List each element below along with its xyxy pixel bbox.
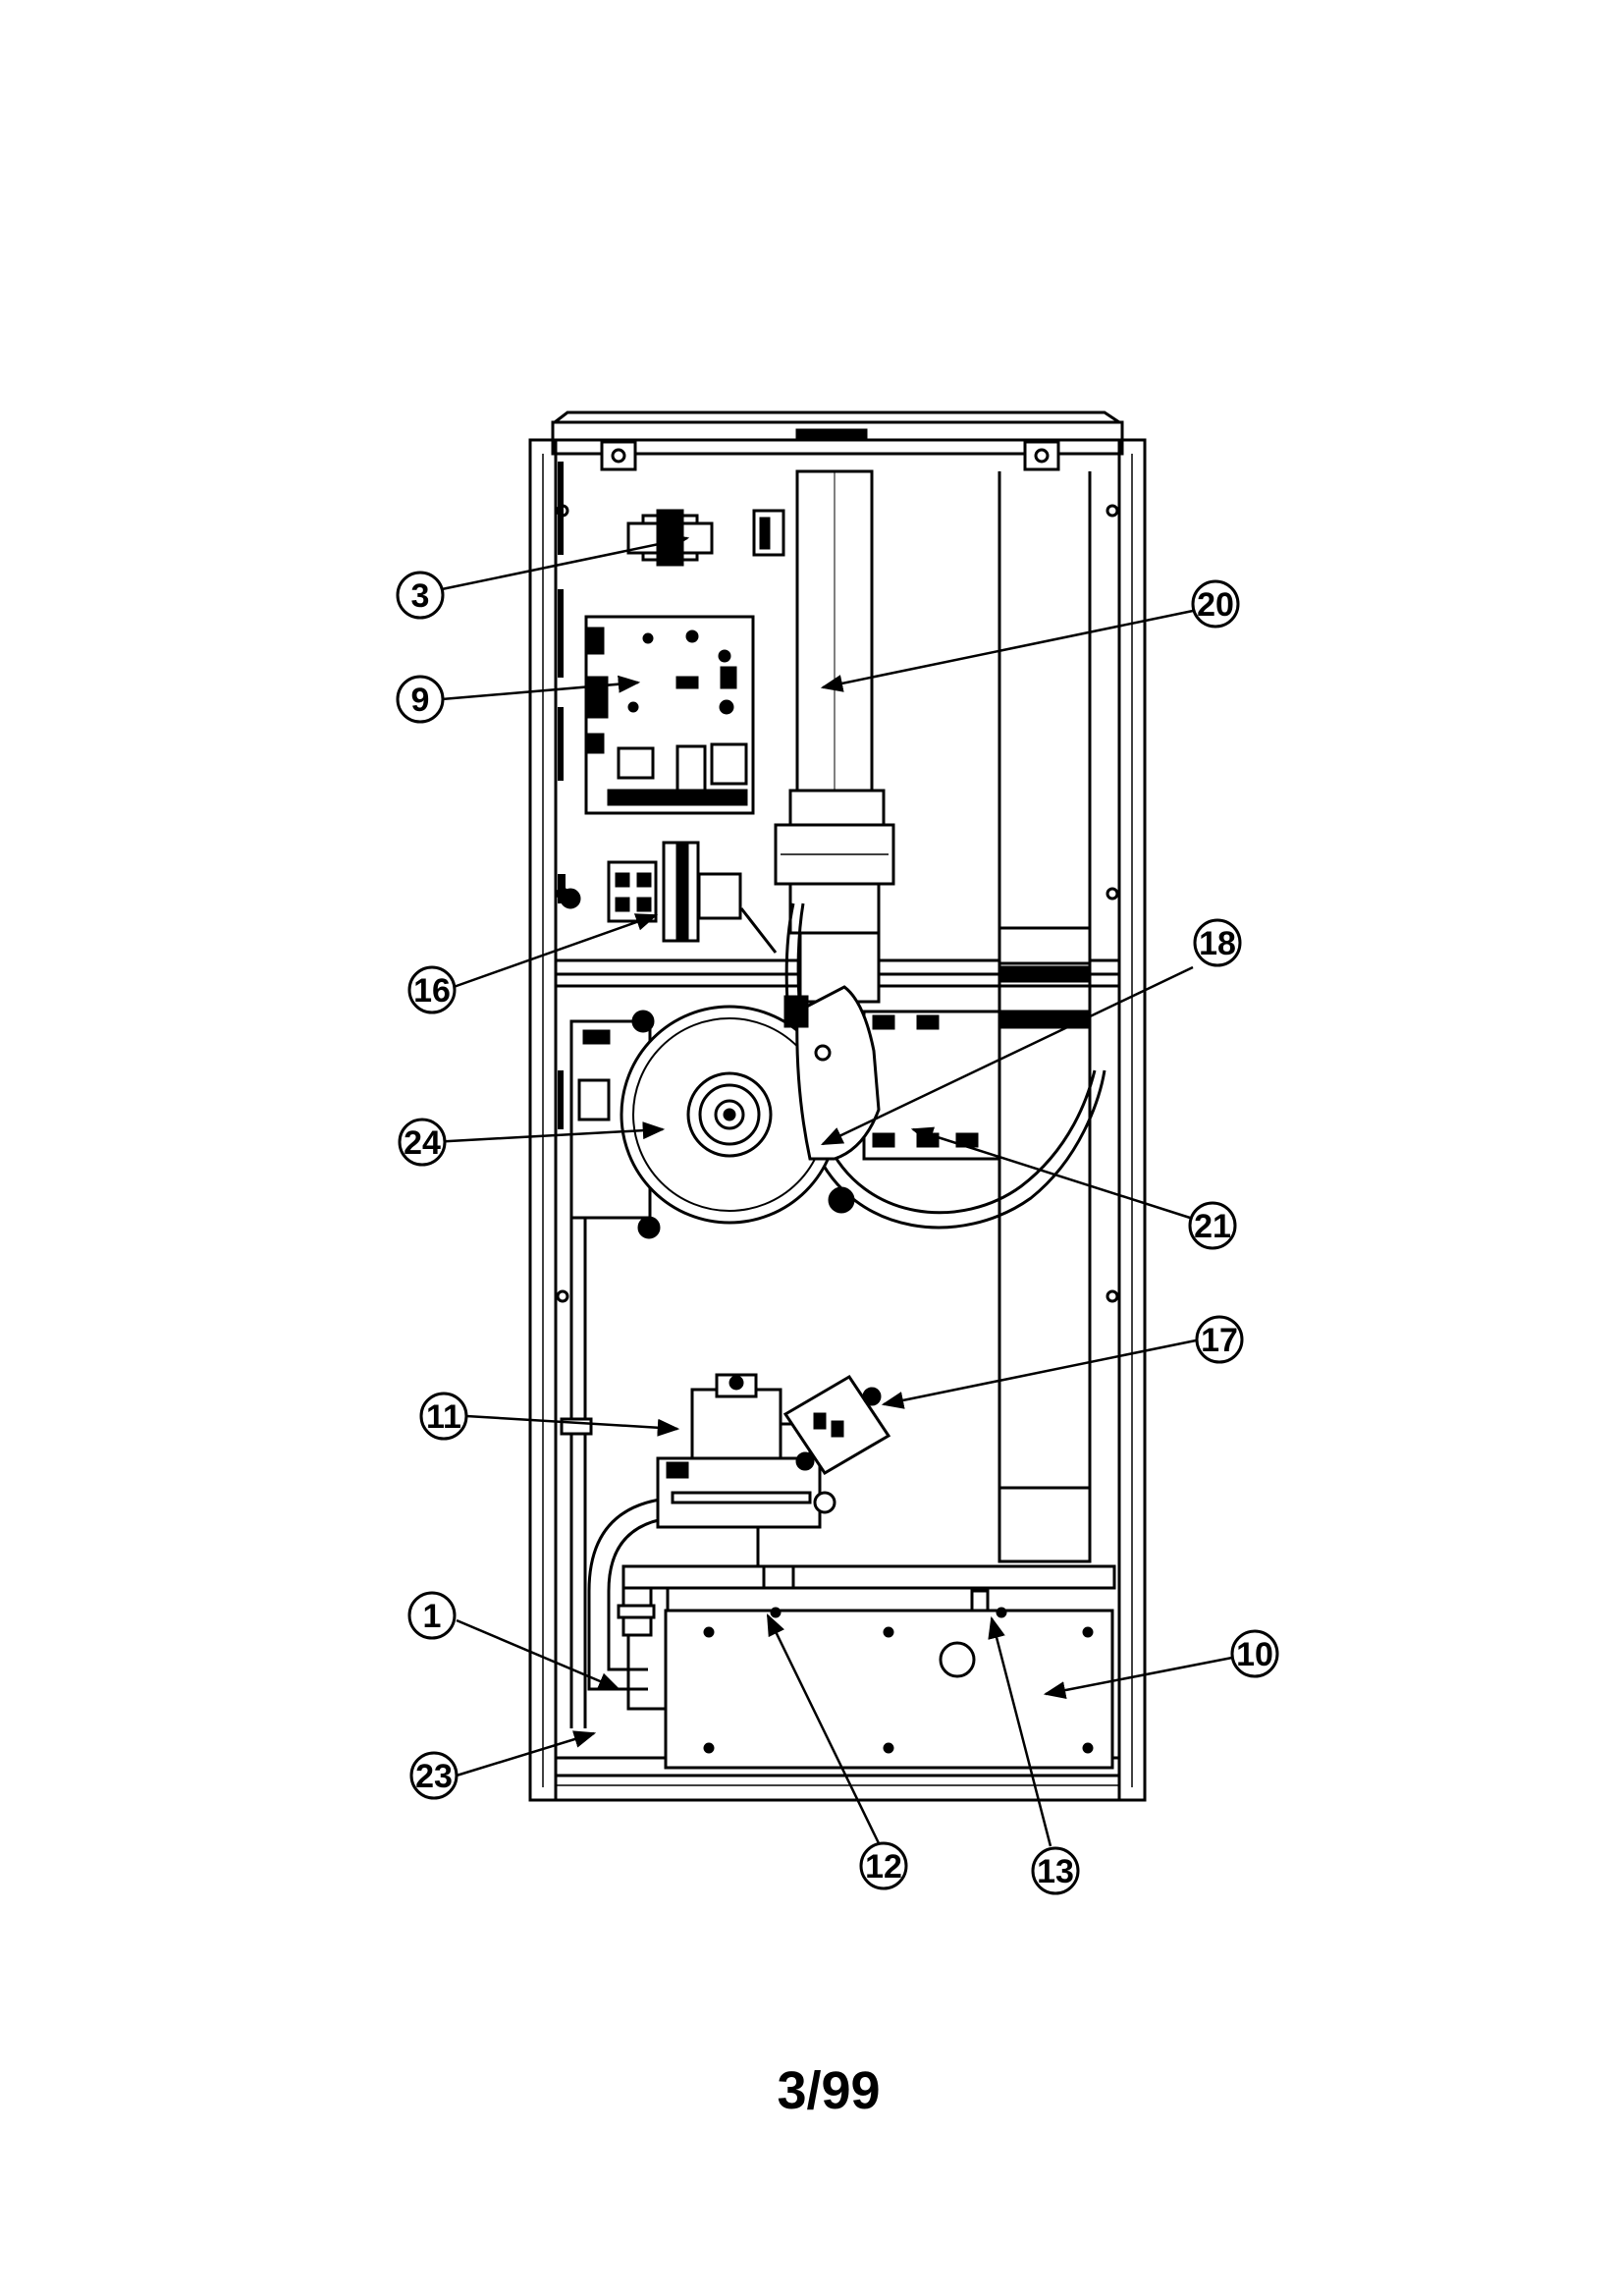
- callout-9: 9: [396, 675, 445, 724]
- callout-18-label: 18: [1199, 925, 1236, 962]
- callout-1-label: 1: [423, 1598, 442, 1635]
- callout-16: 16: [407, 965, 457, 1014]
- callout-10: 10: [1230, 1629, 1279, 1678]
- leader-9: [441, 675, 641, 701]
- callout-11: 11: [419, 1392, 468, 1441]
- inducer-blower: [569, 1005, 855, 1239]
- leader-10: [1043, 1656, 1233, 1699]
- gas-manifold: [617, 1564, 1116, 1637]
- callout-13: 13: [1031, 1846, 1080, 1895]
- leader-21: [910, 1126, 1191, 1220]
- callout-20: 20: [1191, 579, 1240, 629]
- leader-13: [988, 1615, 1052, 1847]
- callout-13-label: 13: [1037, 1853, 1074, 1890]
- callout-21: 21: [1188, 1201, 1237, 1250]
- leader-18: [820, 965, 1194, 1146]
- leader-1: [456, 1618, 621, 1691]
- revision-date: 3/99: [0, 2060, 1618, 2121]
- callout-23-label: 23: [415, 1758, 453, 1795]
- callout-20-label: 20: [1197, 586, 1234, 624]
- callout-3: 3: [396, 571, 445, 620]
- limit-switch: [782, 1374, 891, 1476]
- leader-23: [456, 1730, 597, 1777]
- callout-12: 12: [859, 1841, 908, 1890]
- leader-lines: [431, 533, 1233, 1847]
- leader-16: [453, 913, 659, 989]
- leader-12: [766, 1613, 881, 1844]
- callout-17-label: 17: [1201, 1322, 1238, 1359]
- callout-18: 18: [1193, 918, 1242, 967]
- callout-3-label: 3: [411, 577, 430, 615]
- inducer-housing-plate: [862, 1010, 1001, 1161]
- callout-16-label: 16: [413, 972, 451, 1010]
- revision-date-text: 3/99: [777, 2061, 881, 2120]
- vent-pipe: [774, 469, 895, 1004]
- leader-17: [881, 1339, 1197, 1409]
- callout-17: 17: [1195, 1315, 1244, 1364]
- callout-1: 1: [407, 1591, 457, 1640]
- transformer: [626, 509, 785, 567]
- gas-valve: [656, 1373, 836, 1566]
- burner-box: [664, 1589, 1114, 1770]
- cabinet-mounting-holes: [556, 428, 1119, 1303]
- callout-23: 23: [409, 1751, 458, 1800]
- leader-11: [465, 1414, 680, 1437]
- relay: [560, 841, 778, 954]
- callout-10-label: 10: [1236, 1636, 1273, 1673]
- callout-21-label: 21: [1194, 1208, 1231, 1245]
- callout-12-label: 12: [865, 1848, 902, 1886]
- leader-3: [441, 533, 690, 591]
- callout-11-label: 11: [426, 1398, 461, 1436]
- leader-20: [820, 609, 1194, 692]
- callout-9-label: 9: [411, 682, 430, 719]
- control-board: [584, 615, 755, 815]
- pressure-switch: [783, 985, 881, 1161]
- leader-24: [431, 1121, 666, 1144]
- callout-24: 24: [398, 1118, 447, 1167]
- cabinet-left-flanges: [558, 462, 566, 1129]
- callout-24-label: 24: [404, 1124, 441, 1162]
